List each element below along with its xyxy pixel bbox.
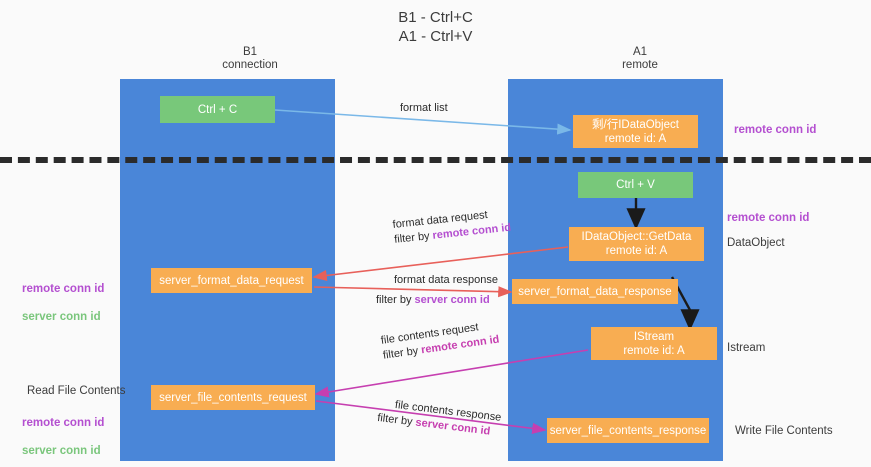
filter-by-prefix-4: filter by [376,411,417,429]
column-header-a1: A1 remote [622,46,658,71]
edge-label-format-list-line1: format list [400,102,448,114]
filter-by-prefix: filter by [393,229,434,246]
annotation-istream: Istream [727,342,766,354]
column-header-b1: B1 connection [222,46,278,71]
edge-label-format-data-request: format data request filter by remote con… [392,206,512,248]
filter-by-value-2: server conn id [414,294,490,306]
node-idataobject-getdata[interactable]: IDataObject::GetData remote id: A [569,227,704,261]
annotation-remote-conn-id-top: remote conn id [734,124,817,136]
page-title: B1 - Ctrl+C A1 - Ctrl+V [398,9,473,45]
annotation-dataobject: DataObject [727,237,785,249]
node-server-format-data-response[interactable]: server_format_data_response [512,279,678,304]
annotation-remote-conn-id-left-2: remote conn id [22,417,105,429]
annotation-write-file-contents: Write File Contents [735,425,833,437]
node-server-file-contents-response[interactable]: server_file_contents_response [547,418,709,443]
annotation-conn-ids-format: remote conn id server conn id [22,268,104,338]
node-ctrl-c[interactable]: Ctrl + C [160,96,275,123]
filter-by-prefix-2: filter by [376,294,415,306]
phase-divider [0,157,871,163]
node-server-format-data-request[interactable]: server_format_data_request [151,268,312,293]
filter-by-prefix-3: filter by [382,344,423,362]
edge-label-file-contents-request: file contents request filter by remote c… [380,318,500,364]
annotation-remote-conn-id-dataobject: remote conn id [727,212,810,224]
annotation-conn-ids-file: remote conn id server conn id [22,402,104,467]
node-istream[interactable]: IStream remote id: A [591,327,717,360]
annotation-server-conn-id-left: server conn id [22,311,101,323]
node-idataobject[interactable]: 剩/行IDataObject remote id: A [573,115,698,148]
edge-label-format-data-response-line1: format data response [394,274,498,286]
node-ctrl-v[interactable]: Ctrl + V [578,172,693,198]
node-server-file-contents-request[interactable]: server_file_contents_request [151,385,315,410]
edge-label-format-data-response: format data response filter by server co… [376,273,498,308]
edge-label-format-list: format list [400,101,448,116]
edge-label-format-data-response-line2: filter by server conn id [376,288,498,308]
annotation-server-conn-id-left-2: server conn id [22,445,101,457]
annotation-read-file-contents: Read File Contents [27,385,126,397]
edge-label-file-contents-response: file contents response filter by server … [376,396,502,441]
annotation-remote-conn-id-left: remote conn id [22,283,105,295]
